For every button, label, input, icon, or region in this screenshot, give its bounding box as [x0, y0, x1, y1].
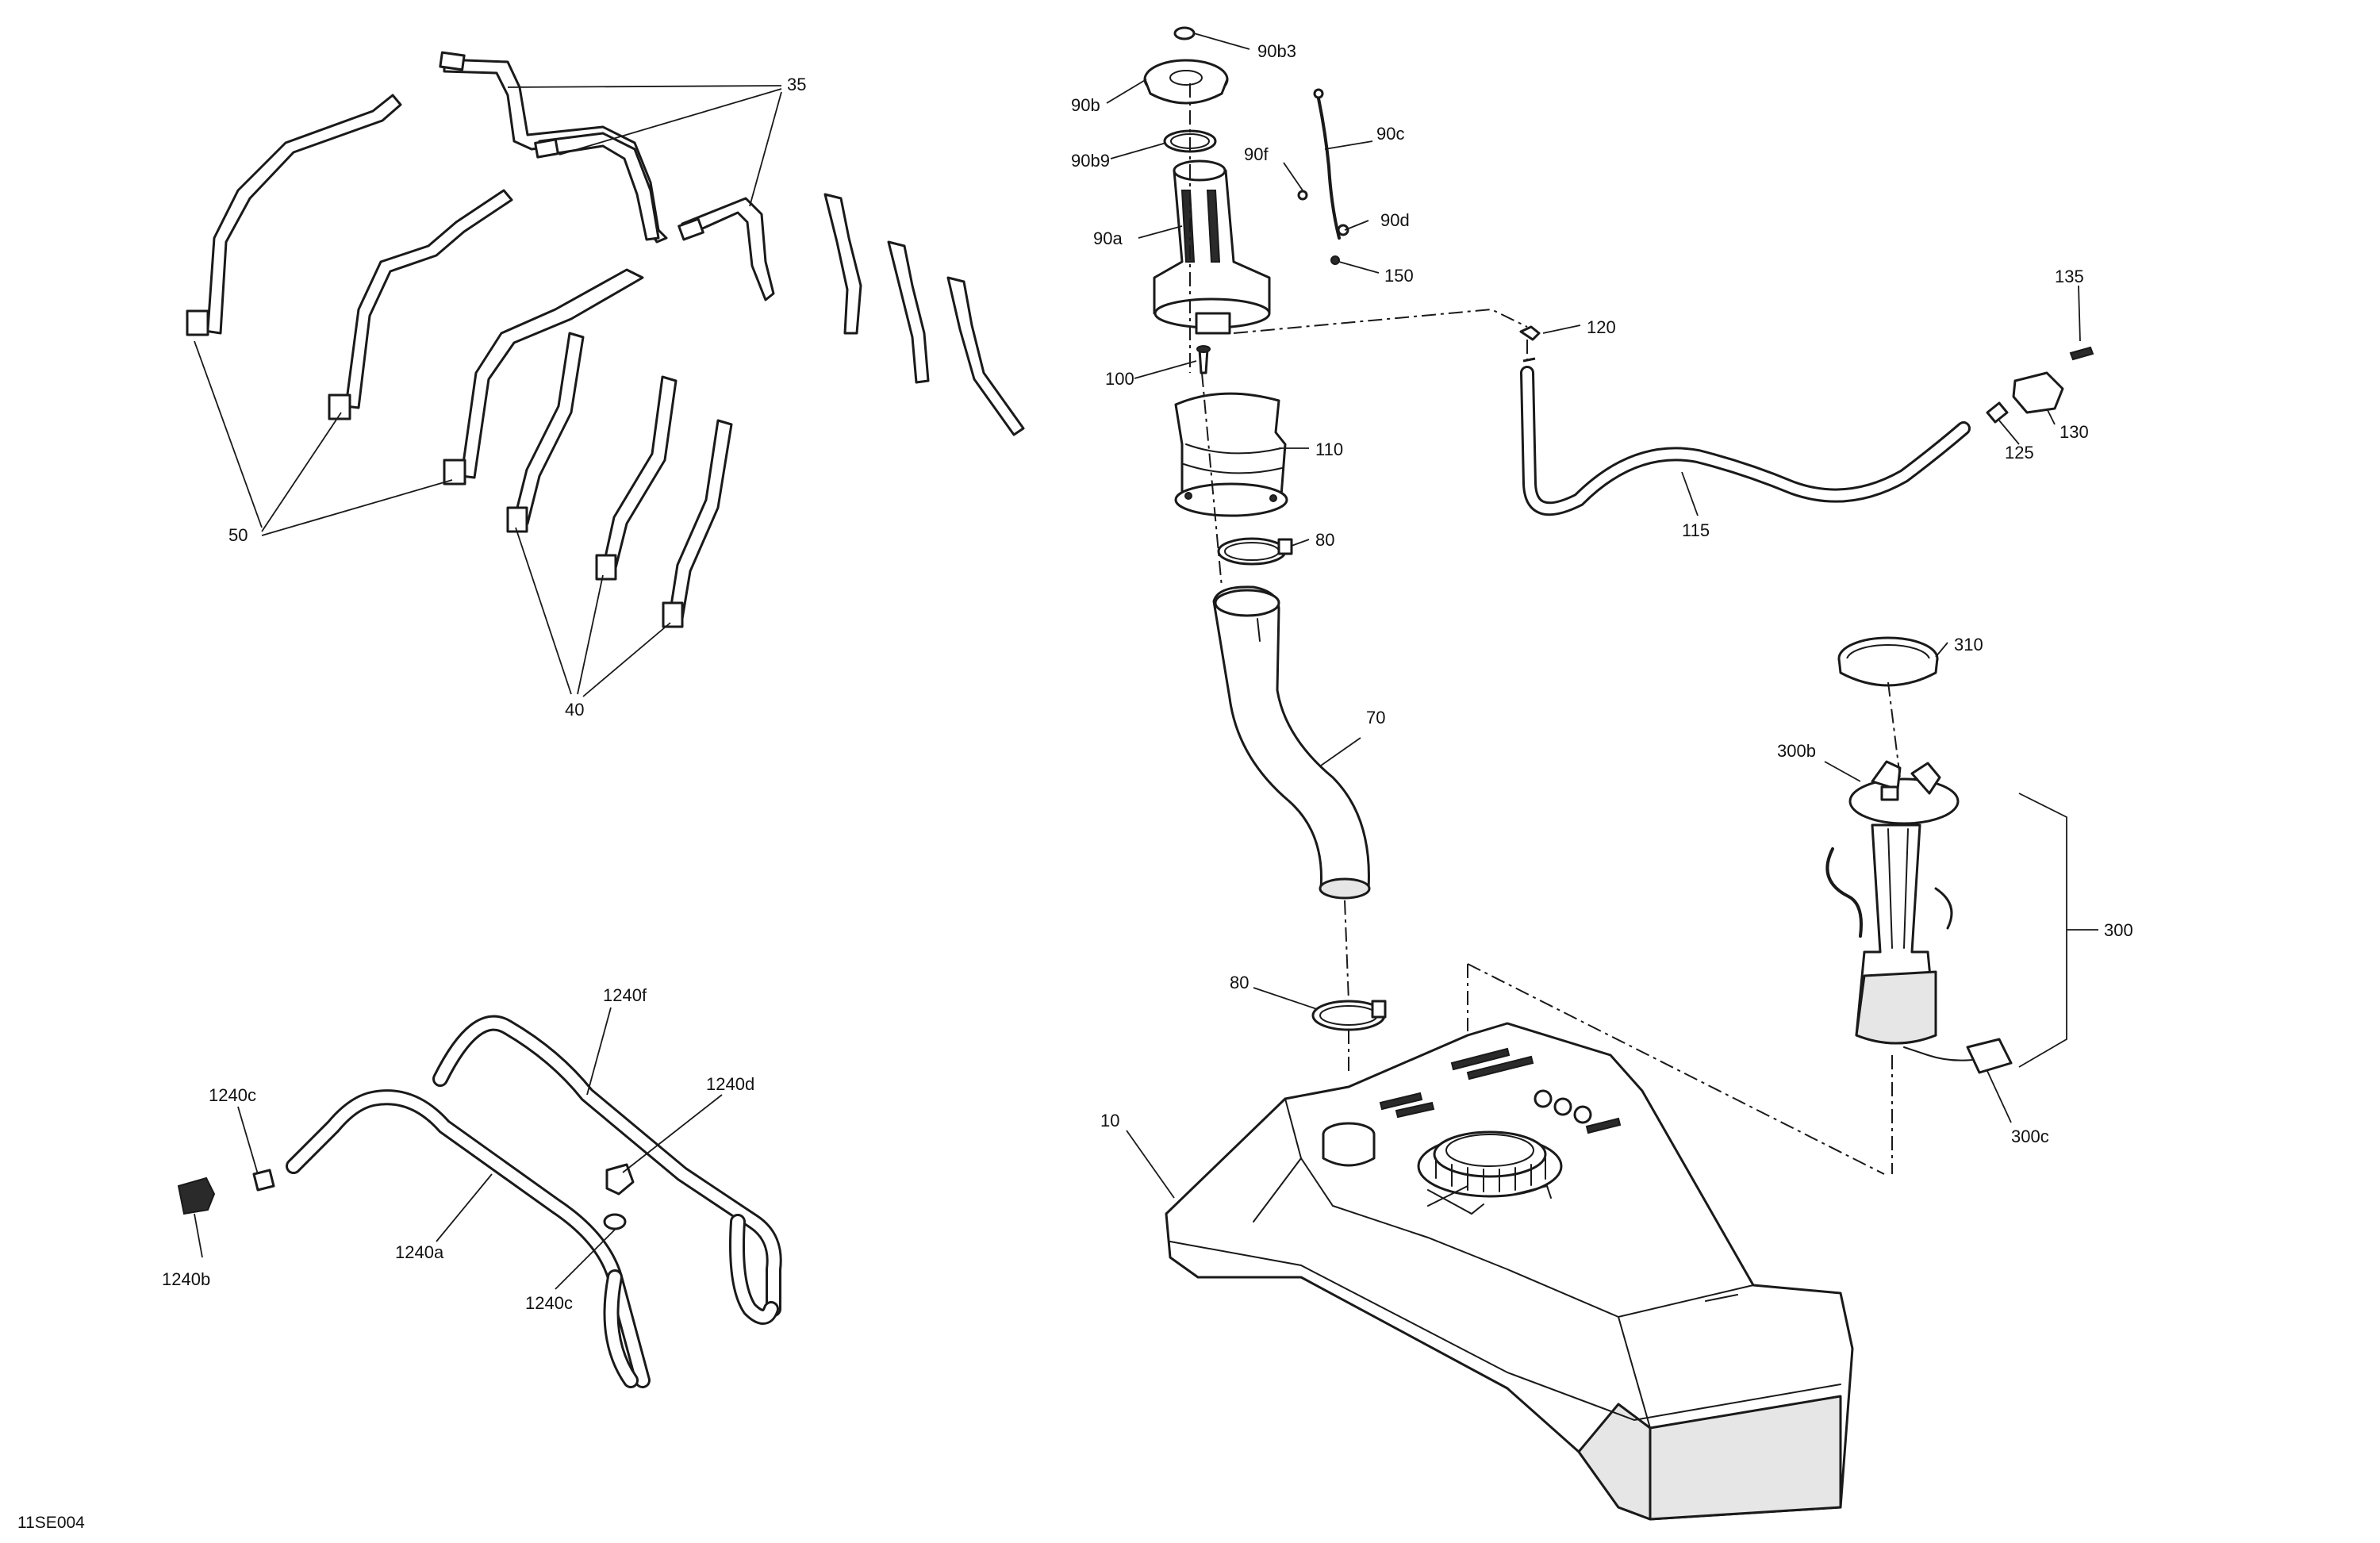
callout-90b: 90b [1071, 95, 1100, 115]
callout-100: 100 [1105, 369, 1134, 389]
callout-90b9: 90b9 [1071, 151, 1110, 171]
callout-150: 150 [1384, 266, 1414, 286]
filler-neck-assembly [1143, 26, 1349, 566]
hose-1240a [288, 1092, 648, 1386]
neck-90a-rib-2 [1206, 190, 1221, 263]
hose-1240f [435, 1017, 780, 1315]
connector-1240d [605, 1163, 635, 1196]
neck-90a-top [1173, 159, 1226, 182]
strap-35-b [538, 132, 660, 241]
connector-1240b [177, 1176, 216, 1215]
strap-35-d [823, 193, 862, 335]
callout-110: 110 [1315, 439, 1343, 459]
strap-40-c-end [662, 601, 684, 628]
callout-130: 130 [2059, 422, 2089, 442]
strap-35-clip-c [678, 217, 704, 241]
float-300c [1966, 1038, 2013, 1074]
hose-115 [1522, 368, 1968, 514]
hose-115-top [1522, 357, 1536, 363]
callout-300c: 300c [2011, 1127, 2049, 1146]
strap-40-b-end [595, 554, 617, 581]
valve-130 [2012, 371, 2064, 414]
callout-300b: 300b [1777, 741, 1816, 761]
strap-35-clip-a [439, 51, 466, 71]
callout-90b3: 90b3 [1257, 41, 1296, 61]
tether-90c [1315, 90, 1341, 240]
callout-115: 115 [1682, 520, 1710, 540]
assembly-lines [1189, 83, 1901, 1175]
neck-90a-rib [1180, 190, 1196, 263]
strap-50-a-end [186, 309, 209, 336]
strap-35-f [946, 276, 1025, 436]
part-90f [1297, 190, 1308, 201]
cap-90b-rim [1143, 78, 1229, 105]
strap-35-clip-b [534, 138, 559, 159]
fuel-tank-10 [1165, 1022, 1854, 1521]
hose-1240-group [177, 1015, 782, 1388]
callout-90a: 90a [1093, 228, 1123, 248]
strap-40-a [512, 332, 585, 525]
callout-90f: 90f [1244, 144, 1269, 164]
strap-35-group [439, 51, 1025, 436]
strap-40-group [506, 332, 733, 628]
vent-hose-group [1519, 325, 2094, 516]
callout-1240d: 1240d [706, 1074, 754, 1094]
strap-40-a-end [506, 506, 528, 533]
strap-50-a [193, 94, 402, 335]
callout-70: 70 [1366, 708, 1385, 727]
callout-35: 35 [787, 75, 806, 94]
flange-300b [1848, 777, 1960, 825]
callout-labels: 35 50 40 90b3 90b 90b9 90c 90f 90a 90d 1… [162, 41, 2133, 1313]
clamp-80-upper-screw [1277, 538, 1293, 555]
callout-50: 50 [228, 525, 248, 545]
callout-90c: 90c [1376, 124, 1404, 144]
figure-id: 11SE004 [17, 1514, 85, 1532]
strap-40-c [668, 419, 733, 620]
strap-50-b [332, 189, 513, 409]
callout-10: 10 [1100, 1111, 1119, 1130]
callout-40: 40 [565, 700, 584, 720]
callout-120: 120 [1587, 317, 1616, 337]
callout-1240c-top: 1240c [209, 1085, 256, 1105]
strap-50-c [447, 268, 644, 479]
fuel-pump-300 [1825, 636, 2013, 1074]
strap-50-group [186, 94, 644, 486]
clamp-1240c-top [252, 1169, 275, 1192]
callout-1240f: 1240f [603, 985, 647, 1005]
filler-hose-group [1212, 585, 1371, 900]
callout-300: 300 [2104, 920, 2133, 940]
neck-90a-spout [1195, 312, 1231, 335]
clamp-80-lower [1311, 1000, 1387, 1031]
screw-150 [1330, 255, 1340, 265]
callout-1240b: 1240b [162, 1269, 210, 1289]
callout-1240c-bottom: 1240c [525, 1293, 573, 1313]
strap-50-c-end [443, 459, 466, 486]
screw-135 [2069, 346, 2094, 361]
callout-310: 310 [1954, 635, 1983, 654]
part-90d [1337, 224, 1349, 236]
strap-40-b [601, 375, 678, 573]
callout-1240a: 1240a [395, 1242, 444, 1262]
fitting-125 [1986, 401, 2009, 424]
plug-90b3 [1173, 26, 1196, 40]
fitting-120 [1519, 325, 1541, 341]
strap-35-e [887, 240, 930, 384]
housing-110-flange [1174, 482, 1288, 517]
strap-35-c [681, 197, 775, 301]
callout-90d: 90d [1380, 210, 1410, 230]
callout-125: 125 [2005, 443, 2034, 463]
leader-lines [194, 33, 2098, 1290]
clamp-1240c-bottom [603, 1213, 627, 1230]
callout-80-lower: 80 [1230, 973, 1249, 992]
callout-80-upper: 80 [1315, 530, 1334, 550]
callout-135: 135 [2055, 267, 2084, 286]
hose-70 [1212, 585, 1370, 890]
